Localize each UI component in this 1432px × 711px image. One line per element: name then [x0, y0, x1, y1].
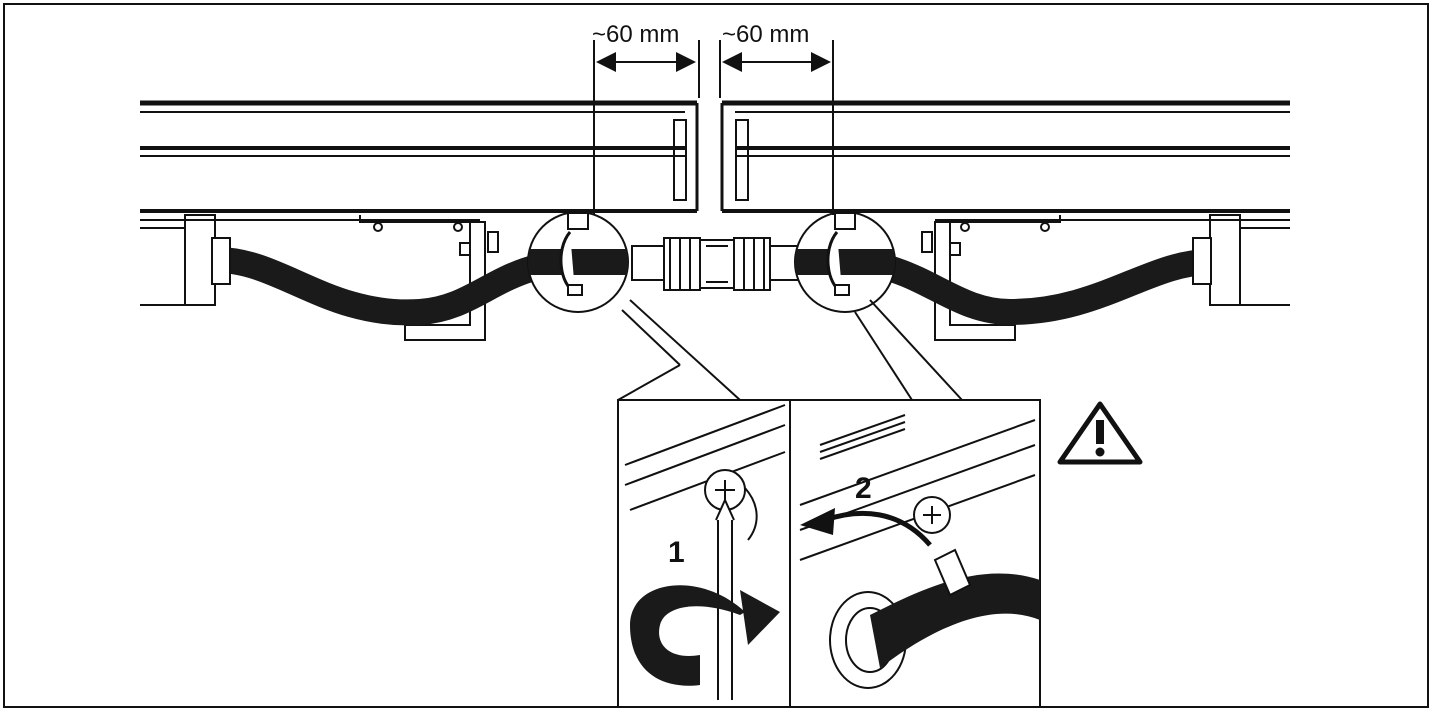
- dimension-label-left: ~60 mm: [592, 21, 679, 48]
- warning-triangle-icon: [1057, 401, 1143, 465]
- detail-cable: [870, 573, 1040, 668]
- dimension-lines: [593, 40, 834, 215]
- rotate-arrow-icon: [630, 585, 745, 686]
- cable-connector: [631, 237, 801, 291]
- pull-arrowhead-icon: [800, 508, 835, 535]
- callout-leaders: [617, 299, 963, 401]
- pull-arrow-icon: [824, 510, 932, 547]
- step-number-2: 2: [855, 472, 872, 505]
- right-cable-gland: [1192, 237, 1212, 285]
- rotate-arrowhead-icon: [740, 590, 780, 645]
- dimension-label-right: ~60 mm: [722, 21, 809, 48]
- right-detail-circle: [794, 211, 896, 313]
- right-cable: [844, 249, 1211, 326]
- detail-panel-step1: 1: [617, 399, 791, 708]
- detail-panel-step2: 2: [789, 399, 1041, 708]
- left-cable: [217, 247, 581, 326]
- left-detail-circle: [527, 211, 629, 313]
- left-cable-gland: [211, 237, 231, 285]
- step-number-1: 1: [668, 536, 685, 569]
